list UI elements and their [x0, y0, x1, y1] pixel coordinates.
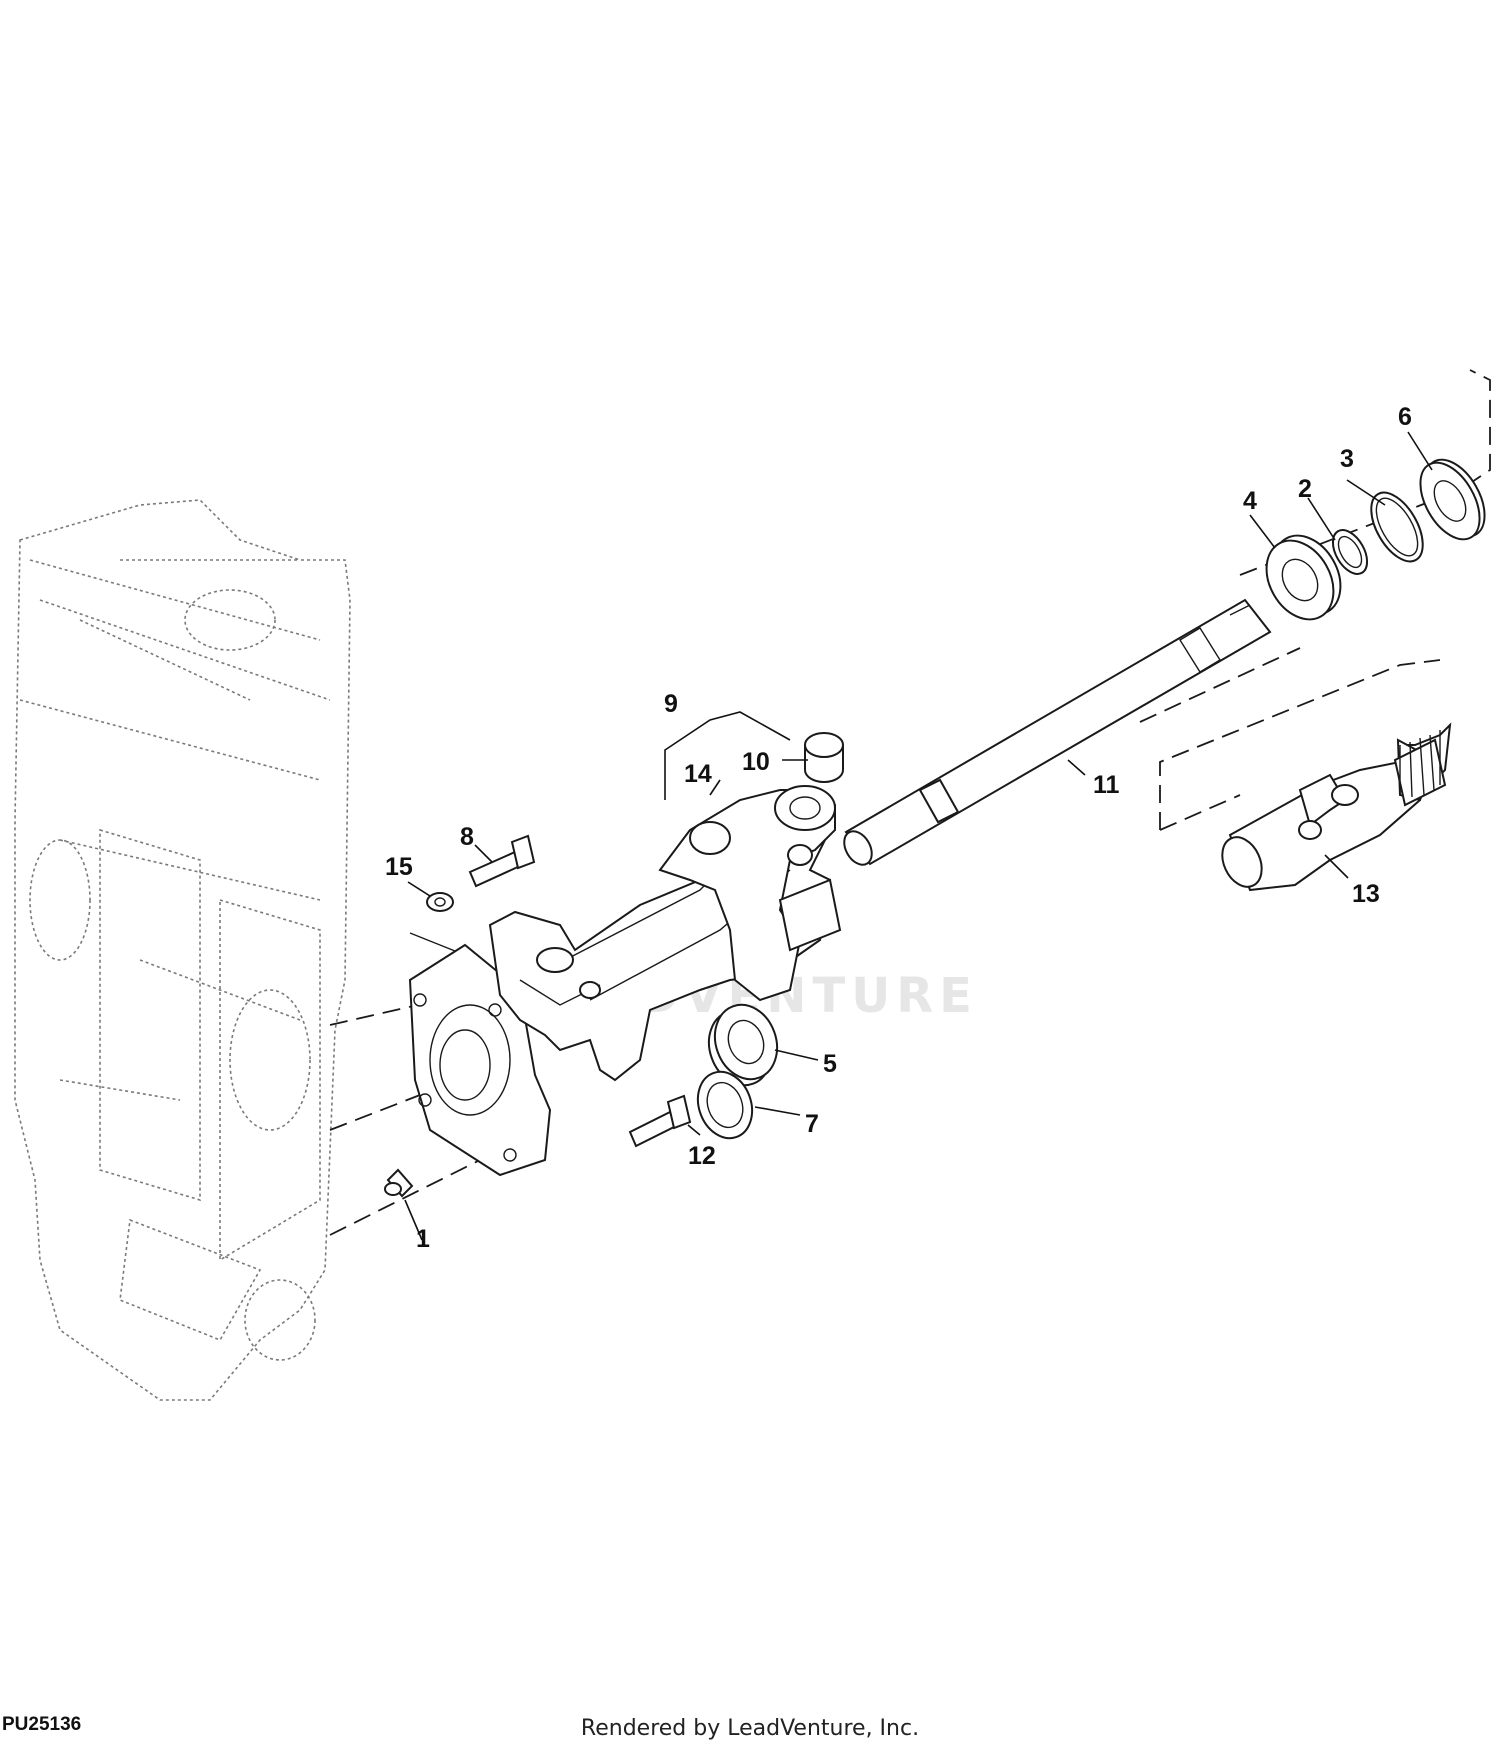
callout-15: 15 [385, 853, 413, 881]
callout-13: 13 [1352, 880, 1380, 908]
bearing-5 [707, 1003, 779, 1087]
callout-7: 7 [805, 1110, 819, 1138]
callout-11: 11 [1093, 771, 1120, 799]
bushing [804, 732, 844, 783]
callout-5: 5 [823, 1050, 837, 1078]
retaining-ring-3 [1370, 491, 1424, 563]
callout-10: 10 [742, 748, 770, 776]
callout-8: 8 [460, 823, 474, 851]
snap-ring-2 [1331, 529, 1369, 575]
callout-4: 4 [1243, 487, 1257, 515]
render-credit: Rendered by LeadVenture, Inc. [580, 1716, 920, 1741]
callout-1: 1 [416, 1225, 430, 1253]
bearing-4 [1265, 534, 1342, 621]
universal-joint [1221, 722, 1452, 892]
bracket-9 [664, 711, 791, 800]
transmission-housing-ghost [14, 499, 351, 1401]
drive-shaft [843, 598, 1272, 866]
pivot-support-arm [658, 785, 842, 1002]
cap-screw-12 [628, 1094, 692, 1148]
dowel-pin-1 [384, 1168, 414, 1198]
callout-6: 6 [1398, 403, 1412, 431]
callout-2: 2 [1298, 475, 1312, 503]
cap-screw-8 [468, 834, 536, 888]
seal-6 [1419, 458, 1486, 541]
figure-id: PU25136 [2, 1714, 82, 1735]
callout-3: 3 [1340, 445, 1354, 473]
callout-labels: 1 2 3 4 5 6 7 8 9 10 11 12 13 14 15 [385, 403, 1412, 1253]
washer-15 [426, 892, 454, 912]
callout-12: 12 [688, 1142, 716, 1170]
callout-9: 9 [664, 690, 678, 718]
leader-lines [404, 431, 1433, 1241]
callout-14: 14 [684, 760, 712, 788]
seal-7 [696, 1070, 754, 1140]
